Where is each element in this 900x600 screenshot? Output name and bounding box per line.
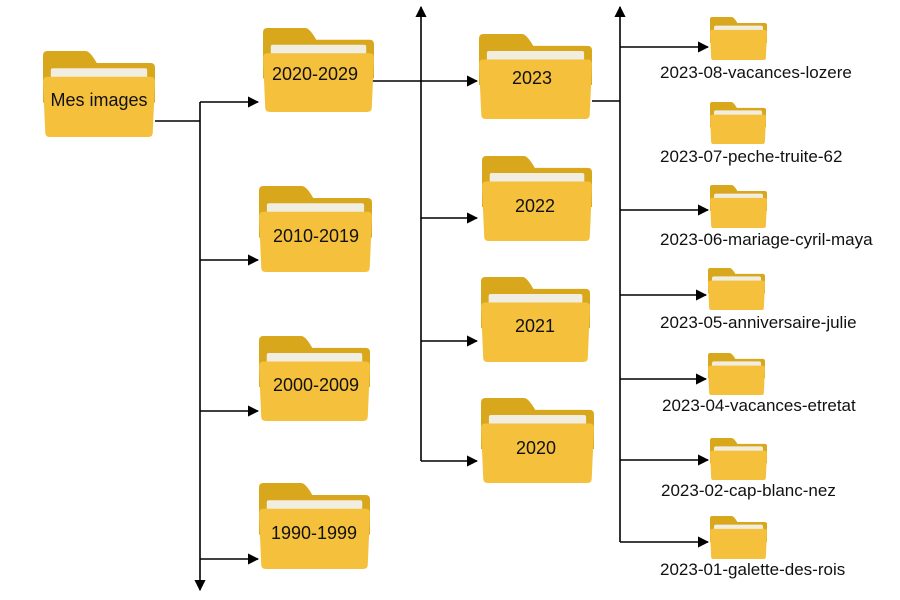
month-label-2023-04: 2023-04-vacances-etretat [662,396,856,415]
month-label-2023-01: 2023-01-galette-des-rois [660,560,845,579]
folder-icon-2023-01 [710,516,767,559]
folder-icon-2023-06 [710,185,767,228]
connectors [155,5,710,592]
month-label-2023-05: 2023-05-anniversaire-julie [660,313,857,332]
month-label-2023-07: 2023-07-peche-truite-62 [660,147,842,166]
decade-label-2000-2009: 2000-2009 [273,375,359,395]
month-label-2023-06: 2023-06-mariage-cyril-maya [660,230,873,249]
year-label-2022: 2022 [515,196,555,216]
folder-icon-2023 [479,34,592,119]
labels: Mes images 2020-2029 2010-2019 2000-2009… [50,63,873,579]
folder-icon-1990-1999 [259,483,370,569]
folder-icon-2010-2019 [259,186,372,272]
folder-icon-2023-07 [710,102,766,144]
root-label: Mes images [50,90,147,110]
folder-icon-2023-04 [708,353,765,395]
folder-icon-2020-2029 [263,28,374,112]
year-label-2023: 2023 [512,68,552,88]
decade-label-2020-2029: 2020-2029 [272,64,358,84]
folder-icon-mes-images [43,51,155,137]
folder-icon-2020 [481,398,594,483]
folder-icon-2023-02 [710,438,767,480]
decade-label-2010-2019: 2010-2019 [273,226,359,246]
year-label-2020: 2020 [516,438,556,458]
folder-icon-2023-08 [710,17,767,60]
month-label-2023-02: 2023-02-cap-blanc-nez [661,481,836,500]
folder-icon-2021 [481,277,590,362]
month-label-2023-08: 2023-08-vacances-lozere [660,63,852,82]
year-label-2021: 2021 [515,316,555,336]
decade-label-1990-1999: 1990-1999 [271,523,357,543]
folder-icon-2000-2009 [259,336,370,421]
folder-icon-2022 [482,156,592,241]
folder-icon-2023-05 [708,268,765,310]
folders [43,17,767,569]
